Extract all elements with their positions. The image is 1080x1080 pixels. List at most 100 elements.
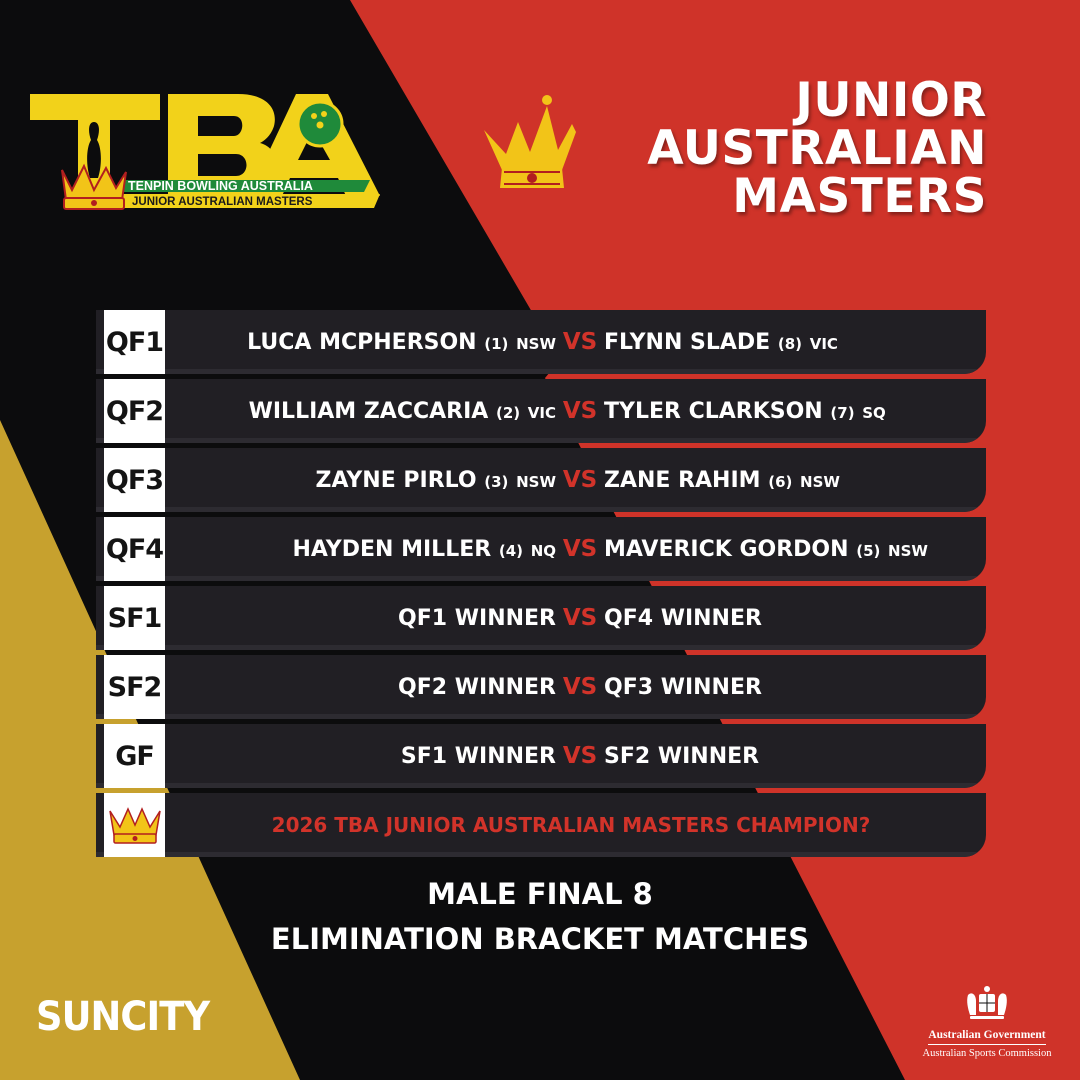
champion-tab [104, 793, 165, 857]
home-name: LUCA MCPHERSON [247, 329, 477, 355]
match-code: SF2 [104, 655, 165, 719]
away-name: FLYNN SLADE [604, 329, 771, 355]
home-seed: (1) [484, 334, 509, 353]
away-state: NSW [888, 541, 928, 560]
away-seed: (6) [768, 472, 793, 491]
home-name: HAYDEN MILLER [292, 536, 492, 562]
home-name: QF2 WINNER [398, 674, 556, 700]
home-state: NQ [530, 541, 556, 560]
match-code: SF1 [104, 586, 165, 650]
home-name: SF1 WINNER [400, 743, 556, 769]
match-row-qf2: QF2 WILLIAM ZACCARIA (2) VIC VS TYLER CL… [96, 379, 986, 443]
vs-label: VS [562, 467, 598, 493]
away-player: TYLER CLARKSON (7) SQ [604, 399, 886, 424]
match-line: ZAYNE PIRLO (3) NSW VS ZANE RAHIM (6) NS… [96, 448, 986, 512]
away-seed: (7) [830, 403, 855, 422]
match-line: WILLIAM ZACCARIA (2) VIC VS TYLER CLARKS… [96, 379, 986, 443]
away-state: NSW [800, 472, 840, 491]
coat-of-arms-icon [967, 986, 1007, 1019]
away-player: FLYNN SLADE (8) VIC [604, 330, 838, 355]
home-name: WILLIAM ZACCARIA [248, 398, 489, 424]
gov-line-2: Australian Sports Commission [922, 1048, 1052, 1059]
away-name: QF4 WINNER [604, 605, 762, 631]
match-row-qf1: QF1 LUCA MCPHERSON (1) NSW VS FLYNN SLAD… [96, 310, 986, 374]
bowling-pin-icon [87, 122, 101, 178]
vs-label: VS [562, 674, 598, 700]
home-player: QF2 WINNER [96, 675, 556, 700]
match-row-sf1: SF1 QF1 WINNER VS QF4 WINNER [96, 586, 986, 650]
home-player: QF1 WINNER [96, 606, 556, 631]
vs-label: VS [562, 329, 598, 355]
vs-label: VS [562, 536, 598, 562]
title-line-2: AUSTRALIAN [647, 121, 987, 176]
home-seed: (4) [498, 541, 524, 560]
match-line: SF1 WINNER VS SF2 WINNER [96, 724, 986, 788]
champion-question: 2026 TBA JUNIOR AUSTRALIAN MASTERS CHAMP… [271, 813, 871, 837]
away-name: SF2 WINNER [604, 743, 760, 769]
gov-line-1: Australian Government [928, 1029, 1046, 1041]
match-code: QF1 [104, 310, 165, 374]
gov-divider [928, 1044, 1046, 1045]
away-seed: (5) [856, 541, 881, 560]
away-player: ZANE RAHIM (6) NSW [604, 468, 840, 493]
footer-headline: MALE FINAL 8 ELIMINATION BRACKET MATCHES [140, 872, 940, 962]
suncity-logo: SUNCITY [36, 994, 210, 1040]
match-code: QF2 [104, 379, 165, 443]
row-panel [96, 517, 986, 581]
home-state: NSW [516, 472, 556, 491]
match-line: QF1 WINNER VS QF4 WINNER [96, 586, 986, 650]
row-panel [96, 793, 986, 857]
away-name: QF3 WINNER [604, 674, 762, 700]
row-panel [96, 448, 986, 512]
match-row-sf2: SF2 QF2 WINNER VS QF3 WINNER [96, 655, 986, 719]
home-player: WILLIAM ZACCARIA (2) VIC [96, 399, 556, 424]
crown-icon [108, 807, 161, 844]
home-seed: (2) [495, 403, 521, 422]
match-code: QF3 [104, 448, 165, 512]
away-name: TYLER CLARKSON [604, 398, 823, 424]
home-player: LUCA MCPHERSON (1) NSW [96, 330, 556, 355]
vs-label: VS [562, 605, 598, 631]
match-row-qf4: QF4 HAYDEN MILLER (4) NQ VS MAVERICK GOR… [96, 517, 986, 581]
away-state: SQ [862, 403, 886, 422]
tba-logo: TENPIN BOWLING AUSTRALIA JUNIOR AUSTRALI… [30, 94, 380, 210]
match-line: HAYDEN MILLER (4) NQ VS MAVERICK GORDON … [96, 517, 986, 581]
row-panel [96, 379, 986, 443]
home-player: HAYDEN MILLER (4) NQ [96, 537, 556, 562]
home-name: ZAYNE PIRLO [315, 467, 477, 493]
row-panel [96, 586, 986, 650]
home-player: ZAYNE PIRLO (3) NSW [96, 467, 557, 493]
match-code: QF4 [104, 517, 165, 581]
event-title: JUNIOR AUSTRALIAN MASTERS [467, 77, 987, 221]
away-player: QF3 WINNER [604, 675, 762, 700]
match-code: GF [104, 724, 165, 788]
crown-icon [61, 163, 127, 210]
row-panel [96, 310, 986, 374]
match-line: QF2 WINNER VS QF3 WINNER [96, 655, 986, 719]
logo-line2: JUNIOR AUSTRALIAN MASTERS [132, 196, 313, 208]
home-state: VIC [527, 403, 556, 422]
vs-label: VS [562, 743, 598, 769]
home-seed: (3) [484, 472, 509, 491]
government-logo: Australian Government Australian Sports … [922, 985, 1052, 1059]
footer-line-1: MALE FINAL 8 [427, 877, 653, 911]
match-row-gf: GF SF1 WINNER VS SF2 WINNER [96, 724, 986, 788]
title-line-3: MASTERS [732, 169, 987, 224]
away-seed: (8) [777, 334, 803, 353]
crown-icon [484, 95, 576, 188]
away-player: SF2 WINNER [604, 744, 759, 769]
footer-line-2: ELIMINATION BRACKET MATCHES [270, 922, 810, 956]
champion-row: 2026 TBA JUNIOR AUSTRALIAN MASTERS CHAMP… [96, 793, 986, 857]
vs-label: VS [562, 398, 598, 424]
logo-line1: TENPIN BOWLING AUSTRALIA [128, 179, 313, 193]
row-panel [96, 655, 986, 719]
home-player: SF1 WINNER [96, 744, 556, 769]
match-row-qf3: QF3 ZAYNE PIRLO (3) NSW VS ZANE RAHIM (6… [96, 448, 986, 512]
row-panel [96, 724, 986, 788]
match-line: LUCA MCPHERSON (1) NSW VS FLYNN SLADE (8… [96, 310, 986, 374]
away-player: QF4 WINNER [604, 606, 762, 631]
home-state: NSW [516, 334, 556, 353]
away-player: MAVERICK GORDON (5) NSW [604, 537, 928, 562]
home-name: QF1 WINNER [398, 605, 556, 631]
